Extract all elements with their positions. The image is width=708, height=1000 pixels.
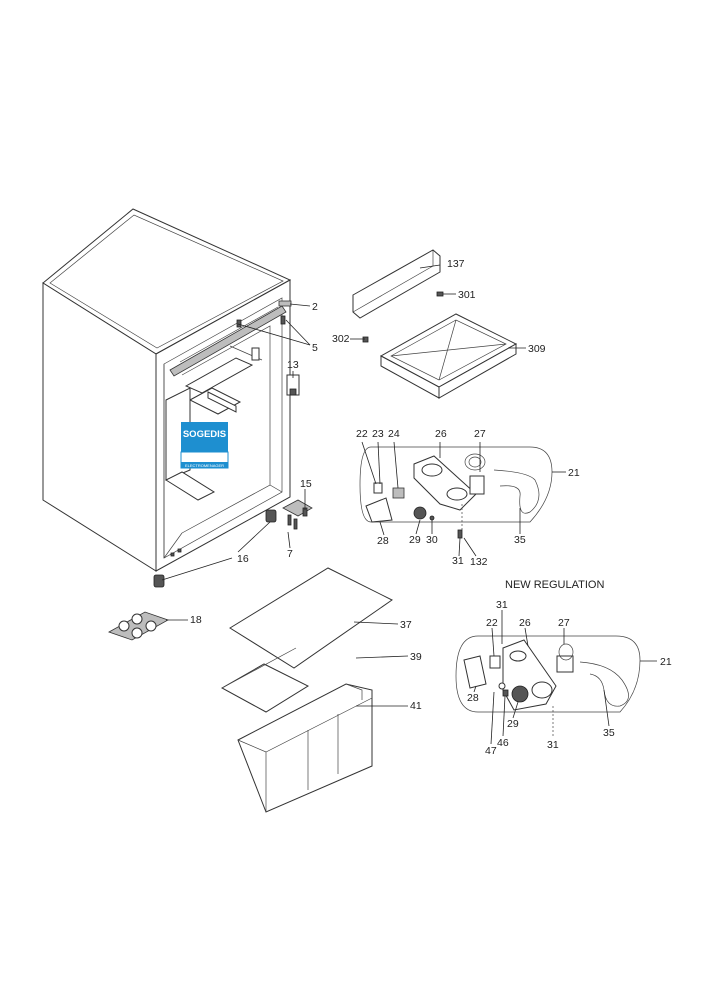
label-new-31b: 31	[547, 739, 559, 751]
label-new-31: 31	[496, 599, 508, 611]
label-new-28: 28	[467, 692, 479, 704]
hinge-parts	[236, 300, 313, 530]
label-21: 21	[568, 467, 580, 479]
fridge-cabinet	[42, 208, 292, 588]
door-panel	[352, 249, 441, 319]
label-new-21: 21	[660, 656, 672, 668]
label-18: 18	[190, 614, 202, 626]
label-27: 27	[474, 428, 486, 440]
sogedis-logo: SOGEDIS ELECTROMENAGER	[180, 422, 229, 469]
label-2: 2	[312, 301, 318, 313]
label-39: 39	[410, 651, 422, 663]
label-new-35: 35	[603, 727, 615, 739]
label-15: 15	[300, 478, 312, 490]
label-41: 41	[410, 700, 422, 712]
freezer-door-tray	[362, 291, 518, 399]
label-309: 309	[528, 343, 546, 355]
label-24: 24	[388, 428, 400, 440]
label-7: 7	[287, 548, 293, 560]
label-132: 132	[470, 556, 488, 568]
label-new-27: 27	[558, 617, 570, 629]
label-35: 35	[514, 534, 526, 546]
leader-lines	[161, 264, 657, 745]
label-new-47: 47	[485, 745, 497, 757]
part-labels: 137 301 302 309 2 5 13 15 7 16 18 22 23 …	[190, 258, 672, 757]
label-30: 30	[426, 534, 438, 546]
label-16: 16	[237, 553, 249, 565]
label-new-29: 29	[507, 718, 519, 730]
new-regulation-title: NEW REGULATION	[505, 579, 604, 591]
glass-shelf	[229, 567, 393, 669]
label-37: 37	[400, 619, 412, 631]
label-301: 301	[458, 289, 476, 301]
label-23: 23	[372, 428, 384, 440]
label-new-46: 46	[497, 737, 509, 749]
label-137: 137	[447, 258, 465, 270]
label-302: 302	[332, 333, 350, 345]
logo-subtitle: ELECTROMENAGER	[185, 463, 224, 468]
label-5: 5	[312, 342, 318, 354]
crisper-cover	[220, 647, 310, 713]
label-31: 31	[452, 555, 464, 567]
foot-pad-plate	[108, 611, 169, 641]
logo-brand: SOGEDIS	[183, 429, 226, 440]
crisper-drawer	[237, 683, 373, 813]
label-22: 22	[356, 428, 368, 440]
thermostat-assembly-new	[455, 635, 641, 738]
label-26: 26	[435, 428, 447, 440]
label-28: 28	[377, 535, 389, 547]
label-13: 13	[287, 359, 299, 371]
label-29: 29	[409, 534, 421, 546]
label-new-22: 22	[486, 617, 498, 629]
thermostat-assembly-old	[359, 446, 553, 539]
label-new-26: 26	[519, 617, 531, 629]
